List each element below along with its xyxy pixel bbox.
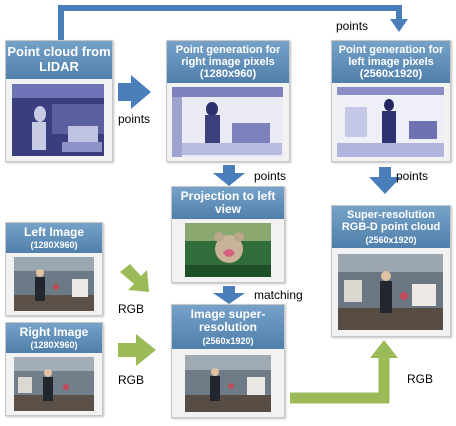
right-points-image — [172, 87, 283, 157]
projection-image — [185, 223, 271, 277]
right-points-to-projection-arrow — [213, 165, 245, 186]
lidar-to-right-points-arrow — [118, 75, 151, 109]
image-sr-photo — [185, 355, 271, 412]
left-points-image — [337, 87, 444, 157]
projection-title: Projection to left view — [180, 188, 276, 216]
output-title: Super-resolution RGB-D point cloud — [341, 209, 441, 234]
left-points-header: Point generation for left image pixels (… — [332, 41, 450, 83]
output-point-cloud-image — [338, 254, 443, 330]
right-points-title: Point generation for right image pixels … — [175, 43, 281, 81]
label-points-left: points — [396, 169, 429, 183]
label-points-top: points — [336, 19, 369, 33]
left-image-photo — [14, 257, 94, 311]
image-sr-header: Image super-resolution (2560x1920) — [172, 305, 284, 349]
rgb-elbow-arrowhead — [370, 340, 398, 358]
left-points-title: Point generation for left image pixels (… — [338, 43, 444, 81]
image-sr-box: Image super-resolution (2560x1920) — [171, 304, 285, 418]
left-image-green-arrow — [120, 264, 149, 292]
left-image-size: (1280X960) — [30, 240, 78, 251]
top-elbow-arrowhead — [390, 19, 408, 32]
right-image-box: Right Image (1280X960) — [5, 322, 103, 416]
projection-box: Projection to left view — [171, 186, 285, 283]
label-points-lidar: points — [118, 112, 151, 126]
right-image-header: Right Image (1280X960) — [6, 323, 102, 353]
right-points-header: Point generation for right image pixels … — [167, 41, 289, 83]
lidar-box: Point cloud from LIDAR — [5, 40, 113, 162]
left-image-box: Left Image (1280X960) — [5, 222, 103, 316]
right-image-green-arrow — [118, 334, 156, 366]
left-image-header: Left Image (1280X960) — [6, 223, 102, 253]
left-points-box: Point generation for left image pixels (… — [331, 40, 451, 162]
output-box: Super-resolution RGB-D point cloud (2560… — [331, 205, 451, 337]
label-rgb-out: RGB — [407, 372, 434, 386]
image-sr-title: Image super-resolution — [190, 307, 266, 335]
right-image-size: (1280X960) — [30, 340, 78, 351]
lidar-header: Point cloud from LIDAR — [6, 41, 112, 79]
output-size: (2560x1920) — [365, 234, 417, 245]
projection-header: Projection to left view — [172, 187, 284, 219]
label-rgb-right: RGB — [118, 373, 145, 387]
output-header: Super-resolution RGB-D point cloud (2560… — [332, 206, 450, 248]
top-elbow-arrow — [58, 5, 402, 40]
image-sr-size: (2560x1920) — [202, 335, 254, 346]
label-matching: matching — [254, 288, 303, 302]
lidar-point-cloud-image — [12, 84, 104, 156]
label-rgb-left: RGB — [118, 302, 145, 316]
right-image-title: Right Image — [19, 324, 89, 339]
lidar-title: Point cloud from LIDAR — [7, 44, 111, 74]
label-points-projection: points — [254, 169, 287, 183]
left-points-to-output-arrow — [369, 167, 401, 194]
right-image-photo — [14, 357, 94, 411]
left-image-title: Left Image — [23, 224, 84, 239]
rgb-elbow-arrow — [290, 355, 390, 404]
right-points-box: Point generation for right image pixels … — [166, 40, 290, 162]
projection-to-sr-arrow — [213, 286, 245, 304]
